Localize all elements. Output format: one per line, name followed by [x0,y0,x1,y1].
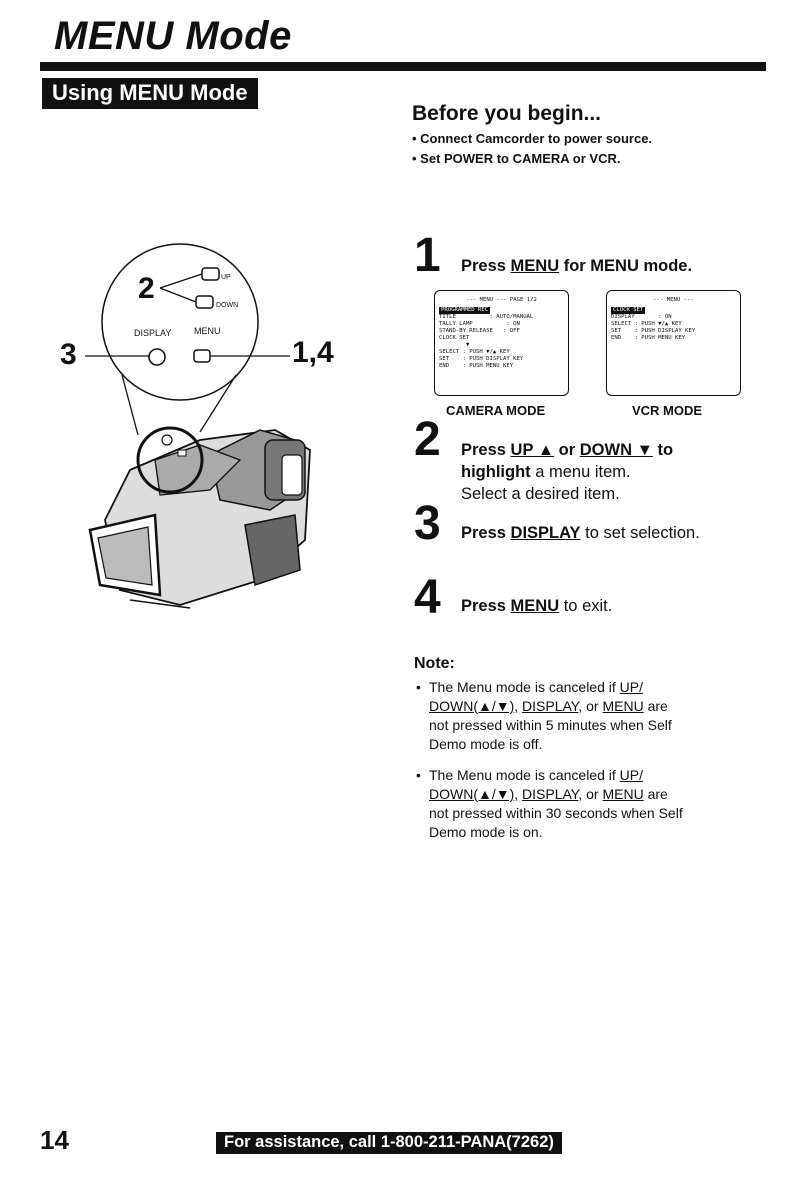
menu-key: MENU [510,597,560,615]
step-text-part: for MENU mode. [559,257,693,275]
callout-1-4: 1,4 [292,336,334,369]
step-2-line-2: highlight a menu item. [461,461,673,483]
screen-highlight: CLOCK SET [611,307,646,314]
screen-line: STAND-BY RELEASE : OFF [439,328,520,334]
note-text: The Menu mode is canceled if [429,767,620,783]
before-item: • Set POWER to CAMERA or VCR. [412,151,621,166]
note-line: not pressed within 5 minutes when Self [429,717,672,733]
step-2-line-1: Press UP ▲ or DOWN ▼ to [461,439,673,461]
up-key: UP ▲ [510,441,555,459]
note-line: Demo mode is off. [429,736,543,752]
step-1-text: Press MENU for MENU mode. [461,255,692,277]
before-heading: Before you begin... [412,102,602,125]
note-text: , or [578,786,603,802]
screen-line: DISPLAY : ON [611,314,672,320]
before-list: • Connect Camcorder to power source. • S… [412,129,652,169]
note-key: MENU [602,698,644,714]
note-line: DOWN(▲/▼), DISPLAY, or MENU are [429,785,759,804]
note-key: DISPLAY [522,698,579,714]
step-text-part: to exit. [559,597,613,615]
step-text-part: a menu item. [530,463,631,481]
assistance-banner: For assistance, call 1-800-211-PANA(7262… [216,1132,562,1154]
camera-mode-screen: --- MENU --- PAGE 1/2 PROGRAMMED REC TIT… [434,290,569,396]
note-line: The Menu mode is canceled if UP/ [429,766,759,785]
screen-header: --- MENU --- [653,297,694,303]
note-key: DISPLAY [522,786,579,802]
down-label: DOWN [216,302,239,309]
screen-line: END : PUSH MENU KEY [611,335,686,341]
display-label: DISPLAY [134,328,172,338]
step-text-part: or [554,441,580,459]
note-line: Demo mode is on. [429,824,543,840]
bullet: • [416,679,421,695]
step-text-part: Press [461,441,511,459]
note-text: , or [578,698,603,714]
note-heading: Note: [414,655,455,672]
screen-line: ▼ [439,342,470,348]
screen-line: TITLE : AUTO/MANUAL [439,314,534,320]
before-item: • Connect Camcorder to power source. [412,131,653,146]
camera-mode-label: CAMERA MODE [446,403,546,418]
step-2-number: 2 [414,413,441,466]
step-text-part: to set selection. [580,524,700,542]
screen-line: TALLY LAMP : ON [439,321,520,327]
screen-line: CLOCK SET [439,335,470,341]
note-text: are [643,786,668,802]
note-text: The Menu mode is canceled if [429,679,620,695]
bullet: • [416,767,421,783]
screen-line: SET : PUSH DISPLAY KEY [611,328,696,334]
camcorder-drawing [85,243,311,609]
step-text-part: Press [461,257,511,275]
note-key: DOWN(▲/▼) [429,698,515,714]
note-key: UP/ [619,767,643,783]
note-key: DOWN(▲/▼) [429,786,515,802]
note-key: MENU [602,786,644,802]
note-item: • The Menu mode is canceled if UP/ DOWN(… [416,766,759,842]
screen-line: SET : PUSH DISPLAY KEY [439,356,524,362]
screen-line: SELECT : PUSH ▼/▲ KEY [611,321,682,327]
step-text-part: to [652,441,674,459]
up-label: UP [221,274,231,281]
step-3-number: 3 [414,497,441,550]
note-text: are [643,698,668,714]
note-text: , [514,786,523,802]
title-rule [40,62,766,71]
vcr-mode-label: VCR MODE [632,403,703,418]
step-1-number: 1 [414,229,441,282]
note-item: • The Menu mode is canceled if UP/ DOWN(… [416,678,759,754]
step-2-text: Press UP ▲ or DOWN ▼ to highlight a menu… [461,439,673,505]
section-heading: Using MENU Mode [42,78,258,109]
note-line: DOWN(▲/▼), DISPLAY, or MENU are [429,697,759,716]
page-title: MENU Mode [54,14,292,58]
screen-line: SELECT : PUSH ▼/▲ KEY [439,349,510,355]
step-4-text: Press MENU to exit. [461,595,612,617]
note-line: not pressed within 30 seconds when Self [429,805,683,821]
step-text-part: Press [461,597,511,615]
menu-label: MENU [194,326,221,336]
vcr-mode-screen: --- MENU --- CLOCK SET DISPLAY : ON SELE… [606,290,741,396]
callout-2: 2 [138,272,155,305]
note-line: The Menu mode is canceled if UP/ [429,678,759,697]
step-4-number: 4 [414,571,441,624]
callout-3: 3 [60,338,77,371]
note-key: UP/ [619,679,643,695]
display-key: DISPLAY [510,524,581,542]
screen-line: END : PUSH MENU KEY [439,363,514,369]
step-2-line-3: Select a desired item. [461,485,620,503]
camcorder-illustration: 2 3 1,4 UP DOWN DISPLAY MENU [60,240,360,620]
step-text-part: Press [461,524,511,542]
menu-key: MENU [510,257,560,275]
page-number: 14 [40,1125,69,1155]
note-text: , [514,698,523,714]
step-text-part: highlight [461,463,531,481]
screen-header: --- MENU --- PAGE 1/2 [466,297,537,303]
step-3-text: Press DISPLAY to set selection. [461,522,700,544]
down-key: DOWN ▼ [579,441,653,459]
screen-highlight: PROGRAMMED REC [439,307,491,314]
